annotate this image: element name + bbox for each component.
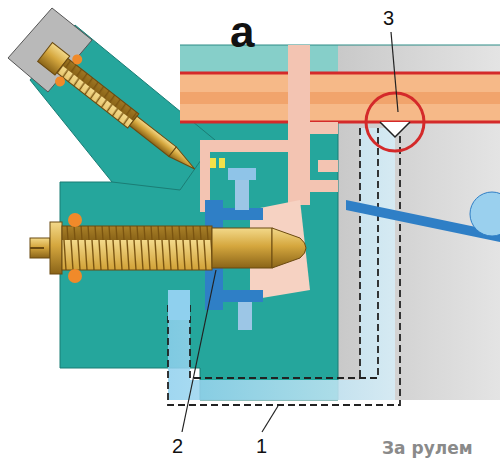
callout-number: 3	[383, 8, 394, 28]
upper-body	[180, 45, 338, 73]
throttle-shaft	[470, 192, 500, 236]
upper-adjusting-screw	[33, 37, 206, 184]
leader-line	[262, 406, 278, 432]
highlight-circle	[366, 93, 424, 151]
view-letter: а	[230, 10, 254, 54]
watermark: За рулем	[382, 440, 473, 457]
o-ring	[68, 213, 82, 227]
leader-line	[391, 32, 398, 112]
mixture-screw	[62, 226, 212, 270]
leader-line	[182, 270, 216, 432]
callout-number: 2	[172, 436, 183, 456]
callout-number: 1	[256, 436, 267, 456]
nozzle-notch	[380, 122, 410, 137]
air-channel	[180, 73, 500, 122]
